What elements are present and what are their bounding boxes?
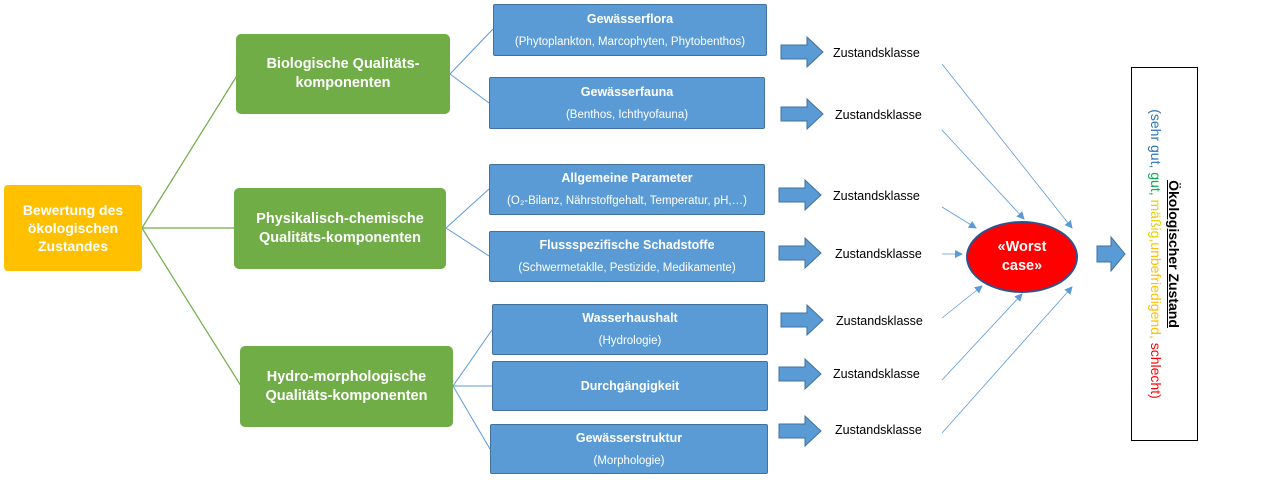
component-title: Durchgängigkeit [580,379,680,393]
category-label-line1: Hydro-morphologische [266,368,427,385]
component-subtitle: (Hydrologie) [598,335,662,347]
zustandsklasse-label: Zustandsklasse [833,46,920,60]
component-gewaesserstruktur: Gewässerstruktur (Morphologie) [490,424,768,474]
result-box: Ökologischer Zustand (sehr gut, gut, mäß… [1131,67,1198,441]
zustandsklasse-label: Zustandsklasse [836,314,923,328]
component-allgemeine-parameter: Allgemeine Parameter (O₂-Bilanz, Nährsto… [489,164,765,215]
category-label-line2: Qualitäts-komponenten [259,229,421,246]
root-label-line3: Zustandes [37,238,108,254]
component-wasserhaushalt: Wasserhaushalt (Hydrologie) [492,304,768,355]
category-biological: Biologische Qualitäts- komponenten [236,34,450,114]
component-title: Gewässerflora [586,11,674,26]
zustandsklasse-label: Zustandsklasse [833,189,920,203]
component-flussspezifische-schadstoffe: Flussspezifische Schadstoffe (Schwermeta… [489,231,765,282]
arrow-right-icon [1096,235,1126,273]
category-label-line2: komponenten [295,75,391,91]
zustandsklasse-label: Zustandsklasse [833,367,920,381]
category-label-line1: Biologische Qualitäts- [266,56,420,72]
component-durchgaengigkeit: Durchgängigkeit [492,361,768,411]
root-label-line2: ökologischen [27,220,119,236]
result-paren-close: ) [1147,394,1164,399]
arrow-right-icon [780,303,824,337]
result-sehr-gut: sehr gut [1147,113,1164,165]
component-gewaesserfauna: Gewässerfauna (Benthos, Ichthyofauna) [489,77,765,129]
result-schlecht: schlecht [1147,342,1164,395]
component-title: Gewässerstruktur [575,430,683,445]
worst-case-line2: case» [1001,258,1043,274]
component-subtitle: (O₂-Bilanz, Nährstoffgehalt, Temperatur,… [507,195,747,207]
arrow-right-icon [780,35,824,69]
result-gut: gut [1147,172,1164,192]
worst-case-node: «Worst case» [966,221,1078,293]
result-maessig: mäßig [1147,199,1164,239]
arrow-right-icon [778,414,822,448]
component-title: Wasserhaushalt [582,311,678,325]
root-label-line1: Bewertung des [22,202,124,218]
component-subtitle: (Schwermetaklle, Pestizide, Medikamente) [518,262,736,274]
arrow-right-icon [778,236,822,270]
arrow-right-icon [778,178,822,212]
worst-case-line1: «Worst [997,239,1047,255]
component-subtitle: (Morphologie) [593,454,665,467]
result-scale: (sehr gut, gut, mäßig,unbefriedigend, sc… [1147,69,1165,439]
category-physico-chemical: Physikalisch-chemische Qualitäts-kompone… [234,188,446,269]
zustandsklasse-label: Zustandsklasse [835,108,922,122]
component-title: Gewässerfauna [580,84,674,99]
category-label-line2: Qualitäts-komponenten [265,387,428,404]
zustandsklasse-label: Zustandsklasse [835,247,922,261]
result-title: Ökologischer Zustand [1165,180,1182,328]
category-label-line1: Physikalisch-chemische [256,210,424,227]
component-title: Flussspezifische Schadstoffe [539,238,715,252]
component-title: Allgemeine Parameter [561,171,693,185]
root-node: Bewertung des ökologischen Zustandes [4,185,142,271]
zustandsklasse-label: Zustandsklasse [835,423,922,437]
component-subtitle: (Phytoplankton, Marcophyten, Phytobentho… [514,35,746,48]
result-separator: , [1147,191,1164,200]
arrow-right-icon [780,97,824,131]
component-gewaesserflora: Gewässerflora (Phytoplankton, Marcophyte… [493,4,767,56]
result-rotated-text: Ökologischer Zustand (sehr gut, gut, mäß… [1147,69,1183,439]
result-unbefriedigend: unbefriedigend [1147,242,1164,335]
category-hydro-morphological: Hydro-morphologische Qualitäts-komponent… [240,346,453,427]
arrow-right-icon [778,357,822,391]
component-subtitle: (Benthos, Ichthyofauna) [565,108,689,121]
result-separator: , [1147,334,1164,343]
